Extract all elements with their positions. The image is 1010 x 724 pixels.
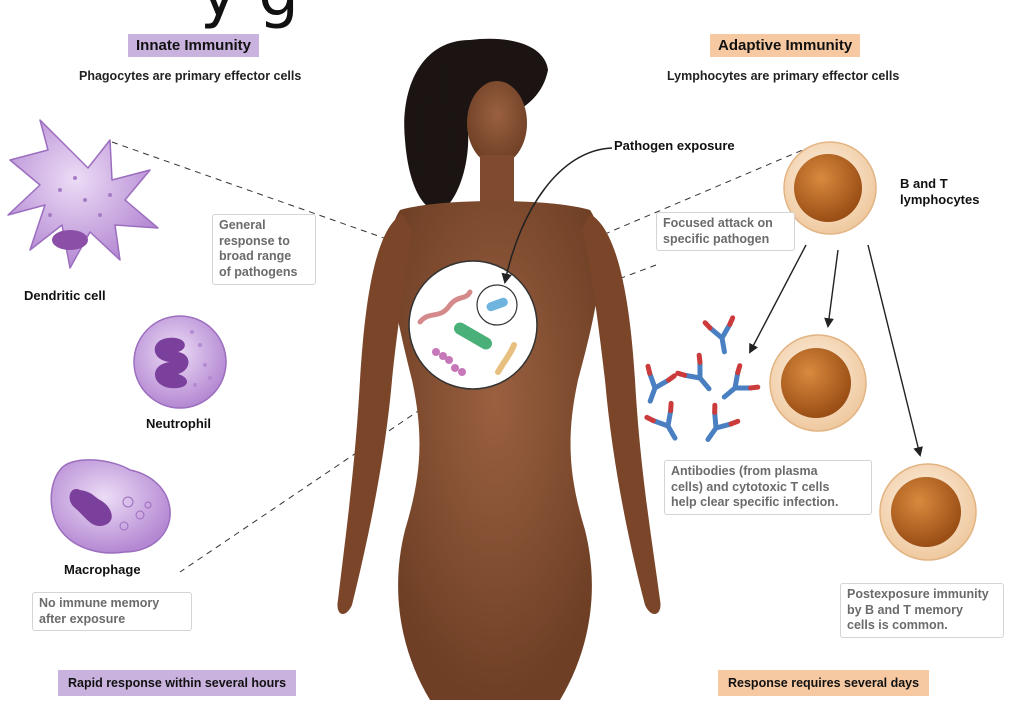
adaptive-heading: Adaptive Immunity — [710, 34, 861, 57]
adaptive-footer: Response requires several days — [718, 670, 930, 696]
human-figure — [337, 38, 661, 700]
lymphocytes-label: B and T lymphocytes — [900, 176, 980, 207]
macrophage-label: Macrophage — [64, 562, 141, 577]
antibodies-note: Antibodies (from plasma cells) and cytot… — [664, 460, 872, 515]
general-response-note: General response to broad range of patho… — [212, 214, 316, 285]
macrophage-cell — [50, 459, 171, 554]
dendritic-cell — [7, 119, 159, 269]
no-memory-note: No immune memory after exposure — [32, 592, 192, 632]
innate-heading: Innate Immunity — [128, 34, 260, 57]
lymphocyte-middle — [769, 334, 867, 432]
dendritic-cell-label: Dendritic cell — [24, 288, 106, 303]
pathogen-exposure-label: Pathogen exposure — [614, 138, 735, 153]
adaptive-subheading: Lymphocytes are primary effector cells — [667, 69, 900, 83]
page-title-fragment: y g — [200, 0, 299, 26]
neutrophil-label: Neutrophil — [146, 416, 211, 431]
innate-footer: Rapid response within several hours — [58, 670, 297, 696]
postexposure-note: Postexposure immunity by B and T memory … — [840, 583, 1004, 638]
lymphocyte-top — [783, 141, 877, 235]
focused-attack-note: Focused attack on specific pathogen — [656, 212, 795, 252]
pathogen-circle — [408, 260, 538, 390]
neutrophil-cell — [133, 315, 227, 409]
pathogen-arrow — [501, 147, 613, 285]
differentiation-arrows — [749, 244, 923, 457]
antibodies — [644, 315, 761, 442]
lymphocyte-memory — [879, 463, 977, 561]
innate-subheading: Phagocytes are primary effector cells — [79, 69, 302, 83]
